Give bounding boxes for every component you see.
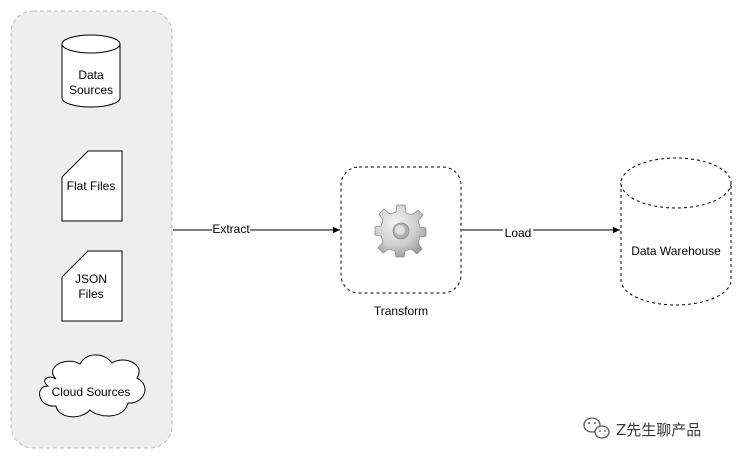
flat-files-label: Flat Files	[67, 179, 116, 193]
watermark-text: Z先生聊产品	[616, 421, 701, 439]
load-label: Load	[505, 226, 532, 240]
json-files-document[interactable]: JSON Files	[61, 250, 123, 322]
transform-node[interactable]: Transform	[340, 166, 462, 318]
wechat-logo-icon	[583, 417, 610, 439]
data-warehouse-cylinder[interactable]: Data Warehouse	[620, 157, 732, 306]
json-files-label-line1: JSON	[75, 272, 107, 286]
json-files-label-line2: Files	[78, 287, 103, 301]
extract-edge[interactable]: Extract	[173, 222, 340, 237]
transform-label: Transform	[374, 304, 428, 318]
data-sources-label-line1: Data	[78, 68, 104, 82]
load-edge[interactable]: Load	[462, 225, 620, 240]
gear-icon	[374, 204, 427, 258]
data-sources-label-line2: Sources	[69, 83, 113, 97]
cloud-sources-shape[interactable]: Cloud Sources	[39, 354, 146, 418]
cloud-sources-label: Cloud Sources	[52, 385, 131, 399]
extract-label: Extract	[212, 222, 250, 236]
watermark: Z先生聊产品	[583, 417, 701, 439]
data-sources-cylinder[interactable]: Data Sources	[61, 34, 121, 108]
flat-files-document[interactable]: Flat Files	[61, 150, 123, 222]
sources-group[interactable]	[10, 10, 173, 449]
data-warehouse-label: Data Warehouse	[631, 244, 721, 258]
